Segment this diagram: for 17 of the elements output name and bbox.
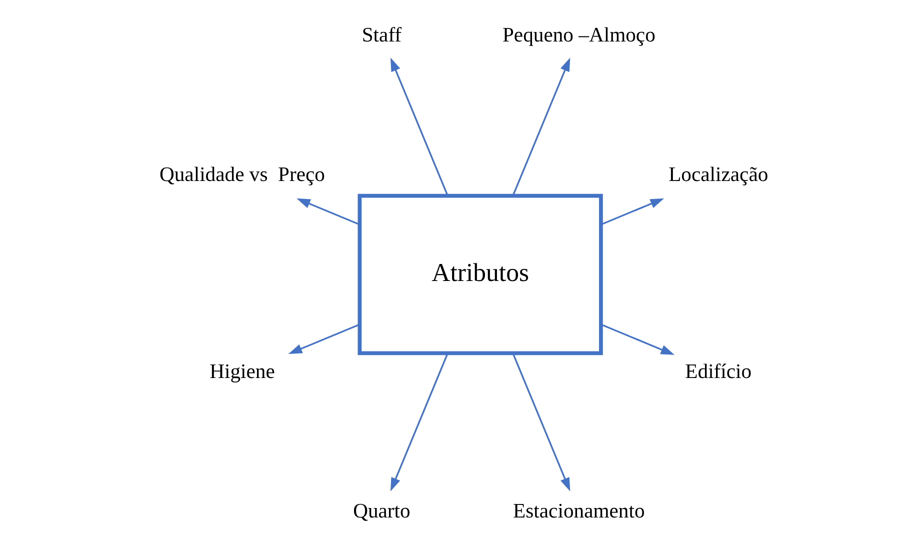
- node-text: Estacionamento: [512, 500, 644, 522]
- arrow: [390, 353, 448, 492]
- node-text: Pequeno –Almoço: [502, 24, 655, 46]
- node-text: Staff: [361, 24, 402, 46]
- arrow: [296, 198, 360, 226]
- node-text: Higiene: [209, 361, 274, 384]
- arrow: [512, 58, 570, 196]
- arrow: [390, 58, 448, 196]
- arrow: [600, 198, 664, 226]
- arrow: [600, 324, 674, 355]
- node-text: Edifício: [684, 361, 752, 384]
- arrow: [288, 324, 360, 354]
- node-text: Localização: [668, 164, 768, 186]
- node-box: Atributos: [357, 194, 602, 356]
- node-text: Qualidade vs Preço: [158, 164, 325, 186]
- arrow: [512, 353, 570, 492]
- node-text: Quarto: [352, 500, 410, 522]
